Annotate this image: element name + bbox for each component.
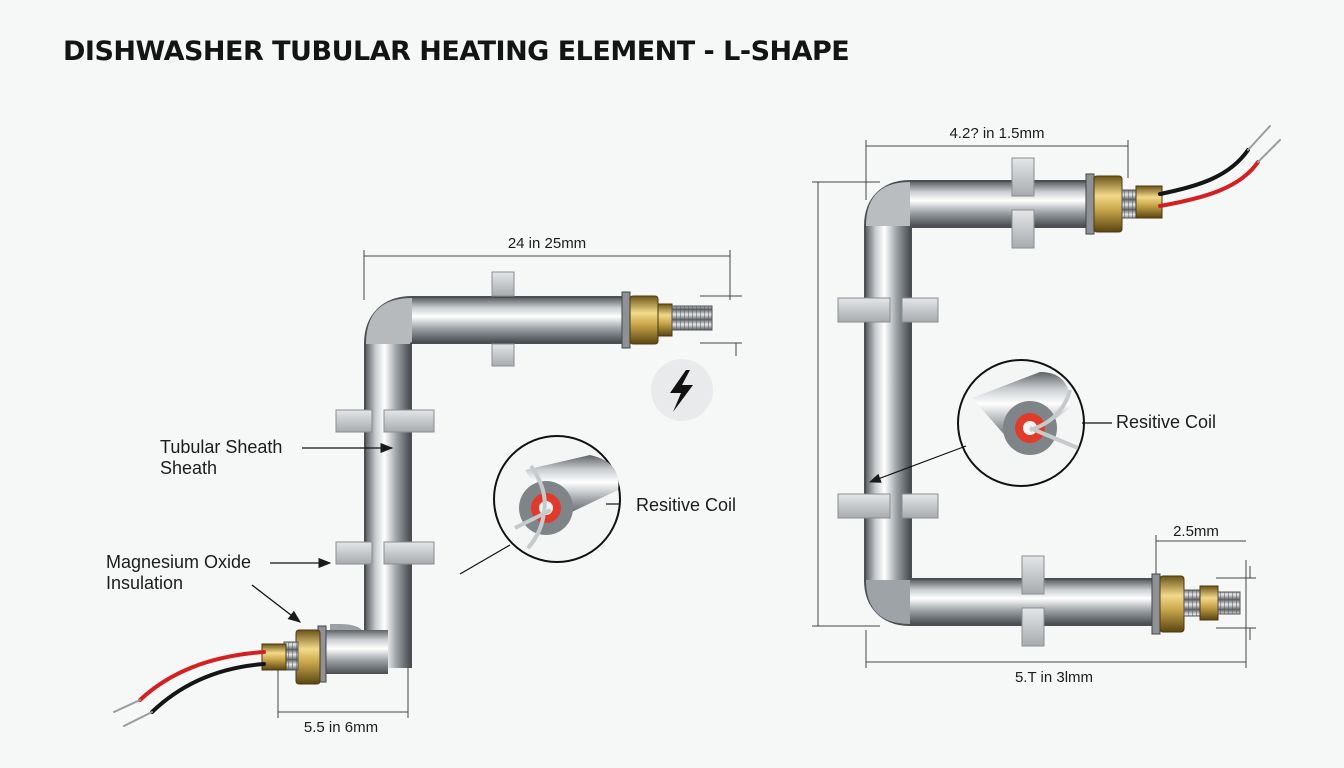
sheath-label-line1: Tubular Sheath [160, 437, 282, 457]
right-coil-label: Resitive Coil [1116, 412, 1216, 432]
left-pipe-bottom-bend [326, 630, 388, 674]
right-dim-terminal-label: 2.5mm [1173, 523, 1219, 540]
right-heating-element: 4.2? in 1.5mm 5.T in 3lmm 2.5mm Resitive… [812, 125, 1281, 686]
insulation-callout-arrow-2 [251, 584, 302, 623]
right-dimension-lines [812, 140, 1256, 668]
left-coil-label: Resitive Coil [636, 495, 736, 515]
right-wires [1158, 125, 1281, 208]
left-clamps [335, 271, 515, 565]
right-terminal-top [1085, 173, 1163, 235]
left-pipe-bend [366, 298, 412, 344]
right-pipe-bend-bottom [866, 580, 910, 624]
left-pipe-vertical [366, 344, 410, 668]
sheath-label-line2: Sheath [160, 458, 217, 478]
left-heating-element: 24 in 25mm 5.5 in 6mm Tubular Sheath She… [106, 235, 742, 736]
insulation-label-line2: Insulation [106, 573, 183, 593]
right-clamps [837, 157, 1045, 647]
left-pipe-horizontal [412, 298, 630, 342]
right-pipe-bend-top [866, 182, 910, 226]
right-pipe-top [910, 182, 1090, 226]
right-coil-magnifier [868, 359, 1112, 487]
lightning-bolt-icon [651, 359, 713, 421]
right-dim-top-label: 4.2? in 1.5mm [949, 125, 1044, 142]
diagram-title: DISHWASHER TUBULAR HEATING ELEMENT - L-S… [63, 36, 850, 67]
right-dim-bottom-label: 5.T in 3lmm [1015, 669, 1093, 686]
left-coil-magnifier [459, 435, 621, 575]
left-dim-top-label: 24 in 25mm [508, 235, 586, 252]
left-wires [113, 650, 266, 727]
right-terminal-bottom [1151, 573, 1241, 635]
left-dim-bottom-label: 5.5 in 6mm [304, 719, 378, 736]
left-terminal-top [621, 291, 713, 349]
right-pipe-vertical [866, 226, 910, 580]
insulation-label-line1: Magnesium Oxide [106, 552, 251, 572]
left-terminal-bottom [261, 625, 327, 685]
